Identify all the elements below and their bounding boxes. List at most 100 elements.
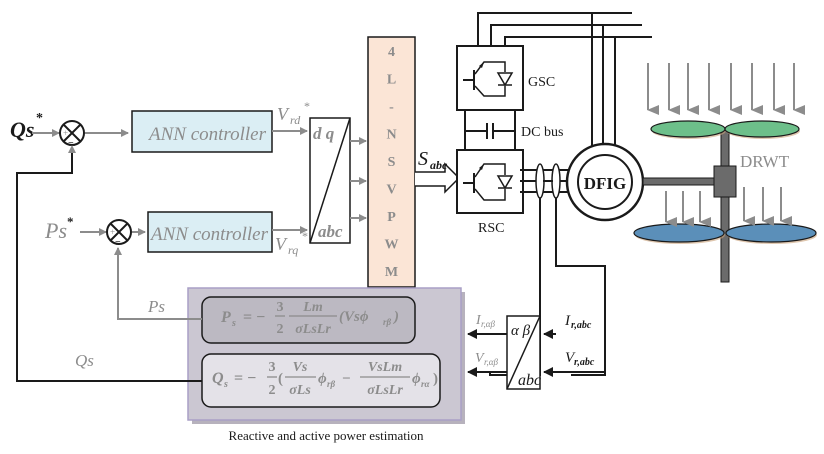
front-rotor-blade-right xyxy=(724,120,800,138)
svg-text:ϕ: ϕ xyxy=(318,371,327,387)
qs-reference-label: Qs * xyxy=(10,111,43,142)
svg-text:Ps: Ps xyxy=(44,218,67,243)
drive-shaft xyxy=(642,177,720,186)
svg-text:Q: Q xyxy=(212,370,224,387)
svg-text:= −: = − xyxy=(234,370,256,387)
svg-text:rq: rq xyxy=(288,243,298,257)
svg-text:): ) xyxy=(433,371,438,387)
dc-bus: DC bus xyxy=(464,110,563,150)
rear-rotor-blade-right xyxy=(725,223,817,243)
svg-text:r,abc: r,abc xyxy=(574,357,595,368)
ps-reference-label: Ps * xyxy=(44,214,74,243)
svg-text:r,αβ: r,αβ xyxy=(484,357,498,367)
svg-text:Lm: Lm xyxy=(302,300,323,315)
svg-text:d q: d q xyxy=(313,124,335,143)
svg-text:V: V xyxy=(565,350,576,366)
svg-text:σLsLr: σLsLr xyxy=(367,383,403,398)
svg-text:I: I xyxy=(475,313,482,328)
svg-text:+: + xyxy=(110,227,115,237)
svg-text:abc: abc xyxy=(430,158,448,172)
ir-alphabeta-label: I r,αβ xyxy=(475,313,495,329)
svpwm-letter: 4 xyxy=(388,45,395,60)
svg-text:abc: abc xyxy=(518,372,541,389)
ann-controller-p: ANN controller xyxy=(147,211,273,253)
svpwm-letter: S xyxy=(388,155,396,170)
svg-text:DRWT: DRWT xyxy=(740,152,790,171)
front-rotor-blade-left xyxy=(650,120,726,138)
estimation-caption: Reactive and active power estimation xyxy=(229,428,424,443)
svpwm-letter: P xyxy=(387,210,396,225)
svg-text:s: s xyxy=(231,318,236,329)
svg-text:−: − xyxy=(342,371,351,387)
svg-text:α β: α β xyxy=(511,323,531,339)
svg-text:DC bus: DC bus xyxy=(521,125,563,140)
svg-text:r,αβ: r,αβ xyxy=(481,319,495,329)
svg-text:2: 2 xyxy=(277,322,284,337)
rear-rotor-blade-left xyxy=(633,223,725,243)
svg-text:V: V xyxy=(275,234,288,254)
svpwm-letter: - xyxy=(389,100,394,115)
vrd-label: V rd * xyxy=(277,99,310,127)
rotor-lines xyxy=(489,163,606,376)
svg-text:rβ: rβ xyxy=(327,379,336,389)
svg-text:*: * xyxy=(304,99,310,113)
grid-lines xyxy=(477,12,652,148)
svg-text:(: ( xyxy=(278,371,283,387)
svg-text:= −: = − xyxy=(243,309,265,326)
svg-text:σLs: σLs xyxy=(289,383,311,398)
svg-text:r,abc: r,abc xyxy=(571,320,592,331)
svg-text:Vs: Vs xyxy=(293,360,308,375)
rotor-side-converter: RSC xyxy=(456,149,524,236)
svg-text:*: * xyxy=(36,111,43,126)
svpwm-letter: L xyxy=(387,73,396,88)
svg-text:−: − xyxy=(115,237,121,248)
svg-text:): ) xyxy=(392,309,399,325)
svg-text:rd: rd xyxy=(290,113,301,127)
svg-text:V: V xyxy=(475,351,485,366)
svg-text:σLsLr: σLsLr xyxy=(295,322,331,337)
svg-text:RSC: RSC xyxy=(478,221,504,236)
svg-text:rα: rα xyxy=(421,379,431,389)
grid-side-converter: GSC xyxy=(456,45,555,111)
dfig-generator: DFIG xyxy=(565,142,645,222)
summer-p: + − xyxy=(106,219,132,248)
svg-text:(Vsϕ: (Vsϕ xyxy=(339,309,369,325)
svpwm-letter: M xyxy=(385,265,398,280)
svg-text:*: * xyxy=(67,214,74,229)
wind-arrows xyxy=(647,63,805,227)
vr-abc-label: V r,abc xyxy=(565,350,595,368)
drwt-turbine: DRWT xyxy=(633,120,817,283)
svg-text:P: P xyxy=(220,309,231,326)
svg-text:ANN controller: ANN controller xyxy=(149,224,269,245)
svg-text:rβ: rβ xyxy=(383,317,392,327)
svg-text:*: * xyxy=(302,229,308,243)
vrq-label: V rq * xyxy=(275,229,308,257)
sabc-label: S abc xyxy=(418,148,448,172)
svg-text:V: V xyxy=(277,104,290,124)
svpwm-letter: N xyxy=(386,128,396,143)
svg-text:abc: abc xyxy=(318,222,343,241)
svg-text:I: I xyxy=(564,313,571,329)
svpwm-letter: W xyxy=(385,238,399,253)
ir-abc-label: I r,abc xyxy=(564,313,592,331)
svg-text:DFIG: DFIG xyxy=(584,174,627,193)
svg-text:s: s xyxy=(223,379,228,390)
svg-text:2: 2 xyxy=(269,383,276,398)
summer-q: + − xyxy=(59,120,85,149)
svg-text:S: S xyxy=(418,148,428,170)
ann-controller-q: ANN controller xyxy=(131,110,273,153)
power-estimation-block: P s = − 3 2 Lm σLsLr (Vsϕ rβ ) Q s = − 3… xyxy=(187,287,465,424)
svg-text:ϕ: ϕ xyxy=(412,371,421,387)
qs-feedback-line xyxy=(16,149,202,382)
qs-feedback-label: Qs xyxy=(75,351,94,370)
svg-text:GSC: GSC xyxy=(528,75,555,90)
svg-text:3: 3 xyxy=(277,300,284,315)
svpwm-letter: V xyxy=(386,183,396,198)
svg-text:3: 3 xyxy=(269,360,276,375)
ps-equation: P s = − 3 2 Lm σLsLr (Vsϕ rβ ) xyxy=(201,296,416,344)
svg-text:−: − xyxy=(68,138,74,149)
svg-text:ANN controller: ANN controller xyxy=(147,124,267,145)
qs-equation: Q s = − 3 2 ( Vs σLs ϕ rβ − VsLm σLsLr ϕ… xyxy=(201,353,441,408)
